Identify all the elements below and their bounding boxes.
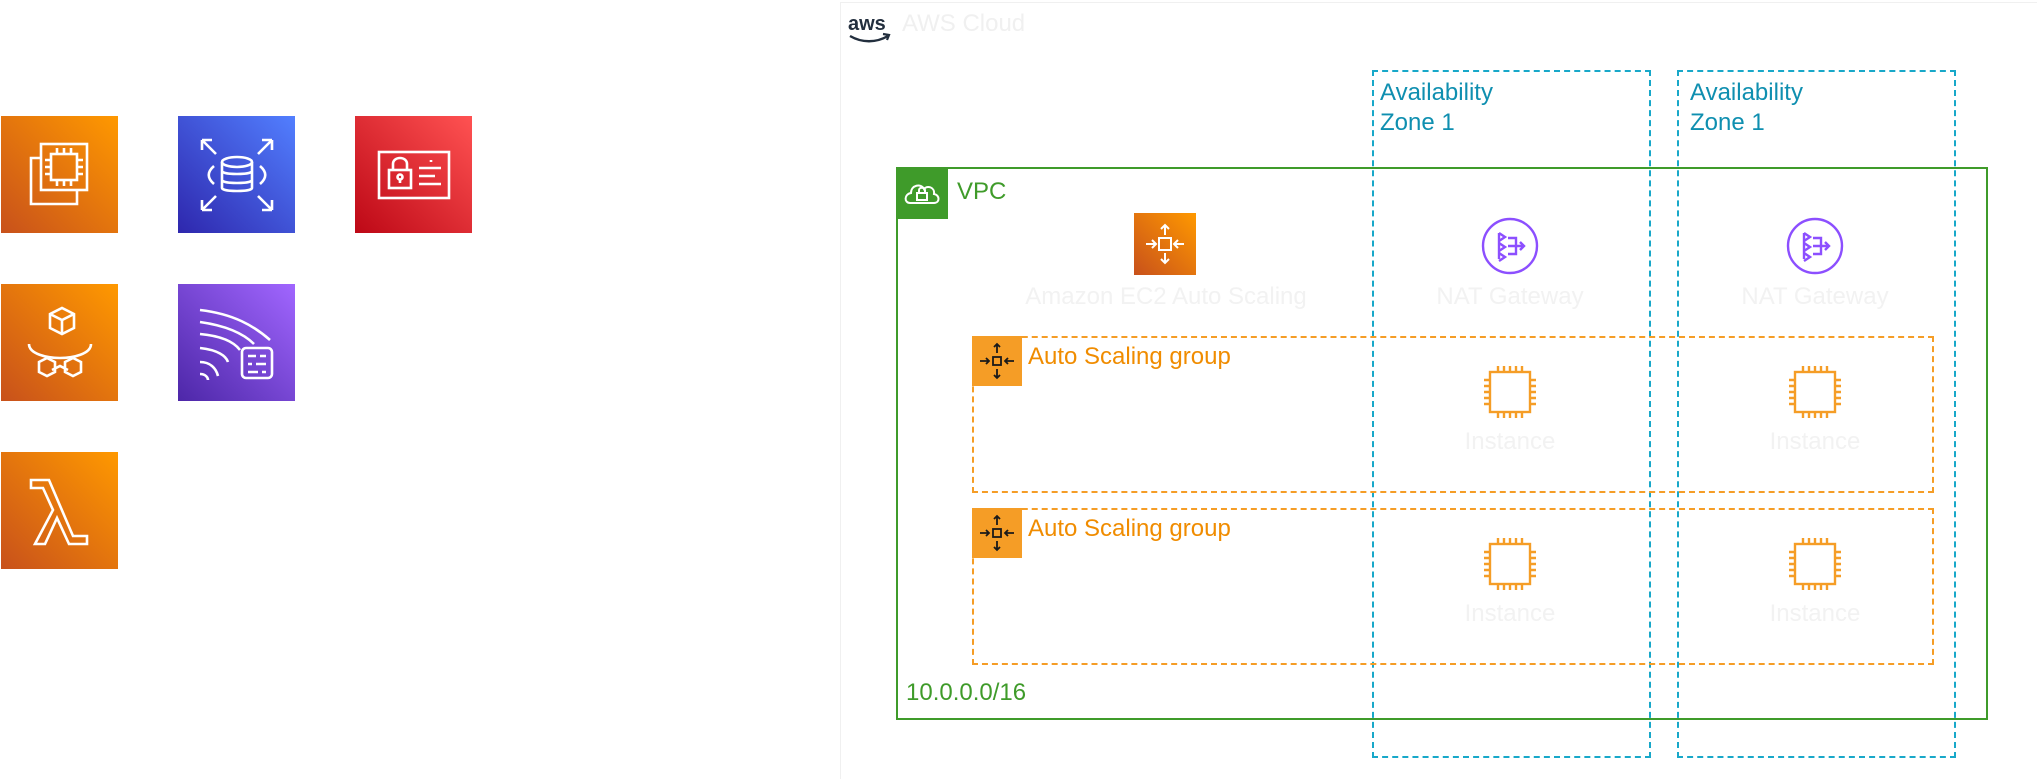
network-firewall-icon[interactable]: [178, 284, 295, 401]
availability-zone-2-label: Availability Zone 1: [1690, 78, 1803, 138]
vpc-group[interactable]: [896, 167, 1988, 720]
az2-label-line2: Zone 1: [1690, 109, 1765, 136]
auto-scaling-group-1[interactable]: [972, 336, 1934, 493]
nat-gateway-icon[interactable]: [1785, 216, 1845, 281]
nat-gateway-icon[interactable]: [1480, 216, 1540, 281]
vpc-label: VPC: [957, 178, 1007, 205]
instance-label: Instance: [1769, 428, 1861, 455]
auto-scaling-group-2-label: Auto Scaling group: [1028, 515, 1231, 542]
nat-gateway-label-1: NAT Gateway: [1436, 283, 1584, 310]
instance-label: Instance: [1464, 428, 1556, 455]
aws-cloud-label: AWS Cloud: [902, 10, 1026, 37]
instance-icon[interactable]: [1480, 362, 1540, 427]
ec2-icon[interactable]: [1, 116, 118, 233]
ec2-auto-scaling-label: Amazon EC2 Auto Scaling: [1025, 283, 1307, 310]
availability-zone-1[interactable]: [1372, 70, 1651, 758]
instance-label: Instance: [1769, 600, 1861, 627]
ec2-auto-scaling-icon[interactable]: [1134, 213, 1196, 275]
az1-label-line1: Availability: [1380, 79, 1493, 106]
outposts-icon[interactable]: [1, 284, 118, 401]
auto-scaling-group-icon: [972, 336, 1022, 386]
auto-scaling-group-2[interactable]: [972, 508, 1934, 665]
instance-icon[interactable]: [1785, 362, 1845, 427]
vpc-cidr-label: 10.0.0.0/16: [906, 679, 1027, 706]
nat-gateway-label-2: NAT Gateway: [1741, 283, 1889, 310]
az2-label-line1: Availability: [1690, 79, 1803, 106]
instance-icon[interactable]: [1785, 534, 1845, 599]
availability-zone-1-label: Availability Zone 1: [1380, 78, 1493, 138]
aws-logo-text: aws: [848, 13, 886, 35]
vpc-cloud-lock-icon: [896, 167, 948, 219]
lambda-icon[interactable]: [1, 452, 118, 569]
iam-identity-icon[interactable]: [355, 116, 472, 233]
instance-icon[interactable]: [1480, 534, 1540, 599]
aws-logo-icon: aws: [846, 10, 894, 49]
rds-icon[interactable]: [178, 116, 295, 233]
aws-cloud-group: [840, 2, 2037, 779]
auto-scaling-group-icon: [972, 508, 1022, 558]
instance-label: Instance: [1464, 600, 1556, 627]
az1-label-line2: Zone 1: [1380, 109, 1455, 136]
availability-zone-2[interactable]: [1677, 70, 1956, 758]
auto-scaling-group-1-label: Auto Scaling group: [1028, 343, 1231, 370]
